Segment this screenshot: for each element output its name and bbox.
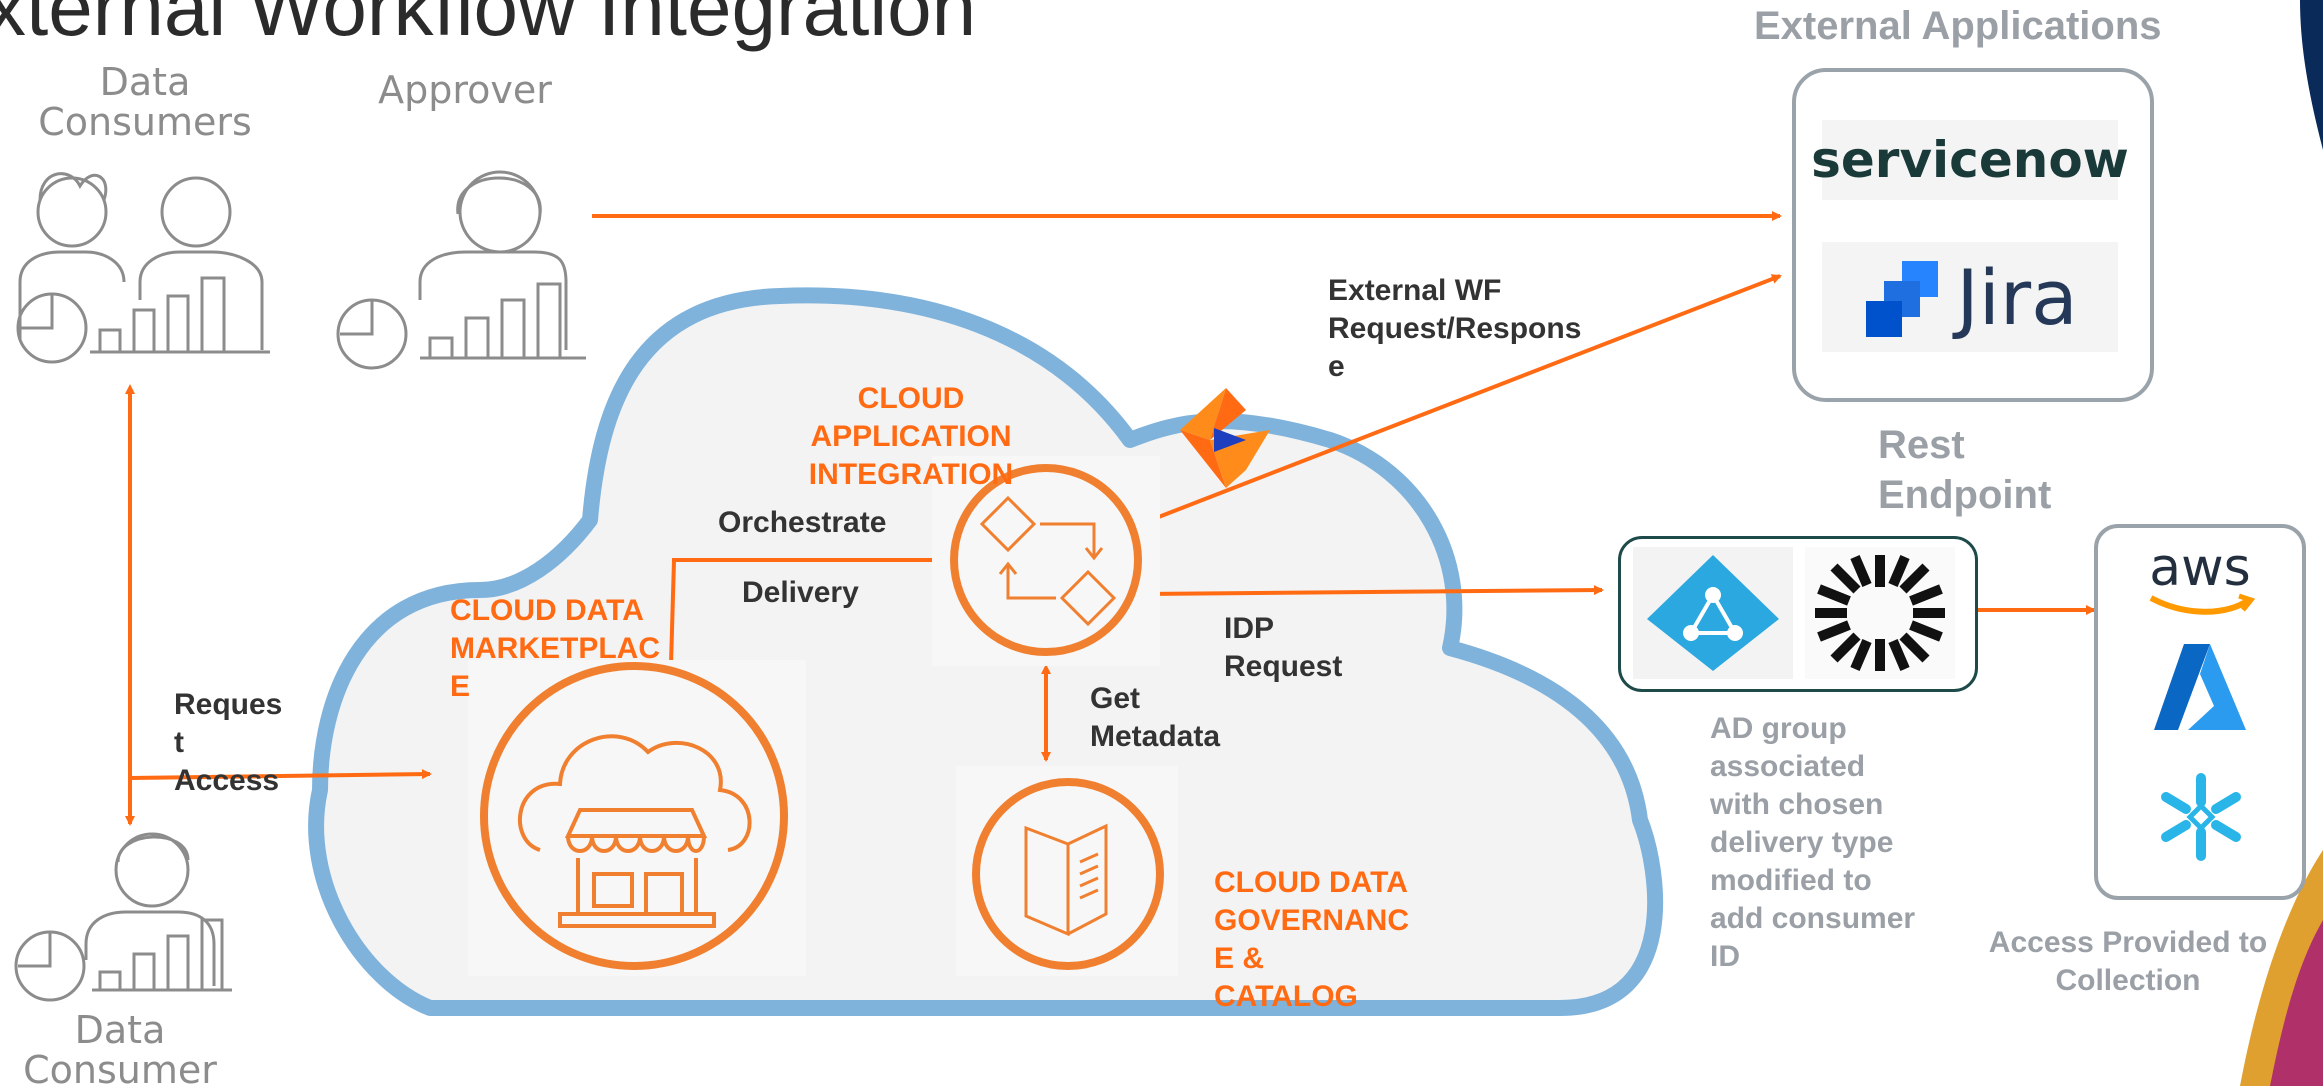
aws-smile-icon xyxy=(2149,593,2256,615)
cai-tile[interactable] xyxy=(932,456,1160,666)
data-consumers-label: Data Consumers xyxy=(38,60,252,144)
request-access-label: Reques t Access xyxy=(174,688,283,797)
external-applications-header: External Applications xyxy=(1754,4,2162,48)
external-applications-box: servicenow Jira xyxy=(1792,68,2154,402)
page-title: xternal Workflow Integration xyxy=(0,0,977,52)
external-wf-arrow xyxy=(1148,274,1782,522)
cloud-targets-box: aws xyxy=(2094,524,2306,900)
external-wf-label: External WF Request/Respons e xyxy=(1328,274,1582,383)
data-consumer-label: Data Consumer xyxy=(23,1008,217,1092)
azure-ad-tile[interactable] xyxy=(1633,547,1793,679)
approver-icon xyxy=(336,170,586,370)
jira-logo[interactable]: Jira xyxy=(1822,242,2118,352)
okta-sunburst-icon xyxy=(1815,555,1945,671)
idp-note: AD group associated with chosen delivery… xyxy=(1710,712,1916,973)
servicenow-logo[interactable]: servicenow xyxy=(1811,120,2129,200)
cdm-tile[interactable] xyxy=(468,660,806,976)
orchestrate-label: Orchestrate xyxy=(718,506,887,539)
okta-tile[interactable] xyxy=(1805,547,1955,679)
cai-workflow-icon xyxy=(950,464,1142,656)
snowflake-icon[interactable] xyxy=(2156,772,2246,862)
decorative-swoosh xyxy=(2300,0,2323,150)
jira-icon xyxy=(1866,261,1939,337)
cdm-label: CLOUD DATA MARKETPLAC E xyxy=(450,594,660,703)
aws-logo[interactable]: aws xyxy=(2098,538,2302,616)
access-provided-caption: Access Provided to Collection xyxy=(1988,926,2268,997)
delivery-label: Delivery xyxy=(742,576,859,609)
marketplace-store-icon xyxy=(480,662,788,970)
jira-text: Jira xyxy=(1956,252,2078,342)
cai-label: CLOUD APPLICATION INTEGRATION xyxy=(808,382,1014,491)
get-metadata-label: Get Metadata xyxy=(1090,682,1221,753)
aws-text: aws xyxy=(2149,538,2251,598)
data-consumer-icon xyxy=(14,832,232,1002)
cdgc-tile[interactable] xyxy=(956,766,1178,976)
catalog-book-icon xyxy=(972,778,1164,970)
request-access-arrow xyxy=(129,769,432,780)
servicenow-text: servicenow xyxy=(1811,131,2129,189)
rest-endpoint-label: Rest Endpoint xyxy=(1878,423,2052,517)
azure-logo-icon[interactable] xyxy=(2154,644,2246,730)
idp-request-arrow xyxy=(1139,585,1604,596)
azure-ad-icon xyxy=(1647,555,1779,671)
informatica-logo-icon xyxy=(1180,388,1270,488)
orchestrate-arrow xyxy=(668,555,952,701)
data-consumers-icon xyxy=(16,172,270,364)
idp-request-label: IDP Request xyxy=(1224,612,1343,683)
cdgc-label: CLOUD DATA GOVERNANC E & CATALOG xyxy=(1214,866,1410,1013)
rest-endpoint-box xyxy=(1618,536,1978,692)
approver-label: Approver xyxy=(378,68,552,112)
